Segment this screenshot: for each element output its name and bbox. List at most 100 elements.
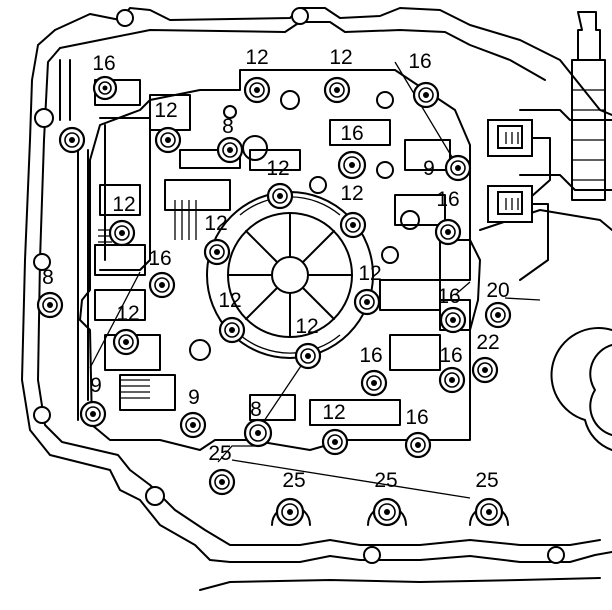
callout-label: 16 [439, 344, 462, 367]
case-hole [33, 406, 51, 424]
bolt [266, 182, 294, 210]
callout-label: 12 [340, 182, 363, 205]
connector-pin [505, 198, 519, 210]
solenoid-connector-inner [497, 125, 523, 149]
wiring-harness [519, 137, 551, 281]
plate-hole [376, 161, 394, 179]
callout-label: 12 [329, 46, 352, 69]
bolt [412, 81, 440, 109]
accumulator-circle [550, 327, 612, 451]
bolt [337, 150, 367, 180]
bolt [79, 400, 107, 428]
callout-label: 8 [222, 115, 234, 138]
bolt [203, 238, 231, 266]
bolt [243, 76, 271, 104]
bolt [474, 497, 504, 527]
rib [98, 229, 150, 399]
callout-label: 20 [486, 279, 509, 302]
plate-hole [280, 90, 300, 110]
plate-hole [189, 339, 211, 361]
callout-label: 12 [154, 99, 177, 122]
callout-label: 8 [42, 266, 54, 289]
callout-label: 12 [322, 401, 345, 424]
bolt [360, 369, 388, 397]
bolt [243, 418, 273, 448]
case-flange-inner [59, 21, 546, 81]
case-hole [363, 546, 381, 564]
callout-label: 12 [266, 157, 289, 180]
callout-label: 16 [340, 122, 363, 145]
bolt [218, 316, 246, 344]
passage [249, 394, 401, 426]
manual-shaft-rod [577, 11, 601, 61]
callout-label: 8 [250, 398, 262, 421]
bolt [58, 126, 86, 154]
bolt [323, 76, 351, 104]
bolt [112, 328, 140, 356]
case-left-edge [21, 29, 612, 563]
case-hole [547, 546, 565, 564]
bolt [92, 75, 118, 101]
case-hole [291, 7, 309, 25]
connector-pin [505, 132, 519, 144]
case-hole [34, 108, 54, 128]
accumulator-circle-inner [589, 344, 612, 436]
plate-hole [309, 176, 327, 194]
bolt [154, 126, 182, 154]
case-bottom-edge [199, 577, 601, 591]
case-hole [145, 486, 165, 506]
upper-left-housing [59, 59, 191, 131]
callout-label: 16 [437, 285, 460, 308]
callout-label: 16 [359, 344, 382, 367]
bolt [404, 431, 432, 459]
bolt [353, 288, 381, 316]
manual-shaft-detail [572, 89, 605, 181]
bolt [444, 154, 472, 182]
bolt [36, 291, 64, 319]
bolts [36, 75, 512, 527]
callout-label: 9 [188, 386, 200, 409]
plate-hole [400, 210, 420, 230]
callout-label: 16 [408, 50, 431, 73]
bolt [179, 411, 207, 439]
bolt [321, 428, 349, 456]
bolt [439, 306, 467, 334]
callout-label: 9 [423, 157, 435, 180]
bolt [339, 211, 367, 239]
bolt [471, 356, 499, 384]
servo-cover-spokes [227, 212, 353, 338]
passage [329, 119, 391, 146]
callout-label: 12 [218, 289, 241, 312]
callout-label: 25 [282, 469, 305, 492]
bolt [372, 497, 402, 527]
bolt [294, 342, 322, 370]
manual-shaft-body [571, 59, 606, 201]
callout-label: 9 [90, 374, 102, 397]
bolt [108, 219, 136, 247]
callout-label: 12 [112, 193, 135, 216]
case-hole [33, 253, 51, 271]
plate-hole [381, 246, 399, 264]
callout-labels: 16 12 12 16 12 8 16 12 9 12 16 12 12 8 1… [42, 46, 510, 492]
callout-label: 25 [208, 442, 231, 465]
callout-label: 12 [116, 302, 139, 325]
bolt [434, 218, 462, 246]
leader-lines [89, 61, 541, 499]
callout-label: 16 [92, 52, 115, 75]
passage [99, 179, 231, 216]
callout-label: 16 [436, 188, 459, 211]
plate-hole [242, 135, 268, 161]
callout-label: 22 [476, 331, 499, 354]
callout-label: 25 [475, 469, 498, 492]
callout-label: 25 [374, 469, 397, 492]
bolt [216, 136, 244, 164]
passage [94, 244, 146, 321]
bolt [275, 497, 305, 527]
left-vertical-channel [77, 139, 89, 421]
solenoid-connector-inner [497, 191, 523, 215]
case-hole [116, 9, 134, 27]
bolt [148, 271, 176, 299]
passage [394, 139, 451, 226]
upper-left-bracket [99, 117, 151, 271]
